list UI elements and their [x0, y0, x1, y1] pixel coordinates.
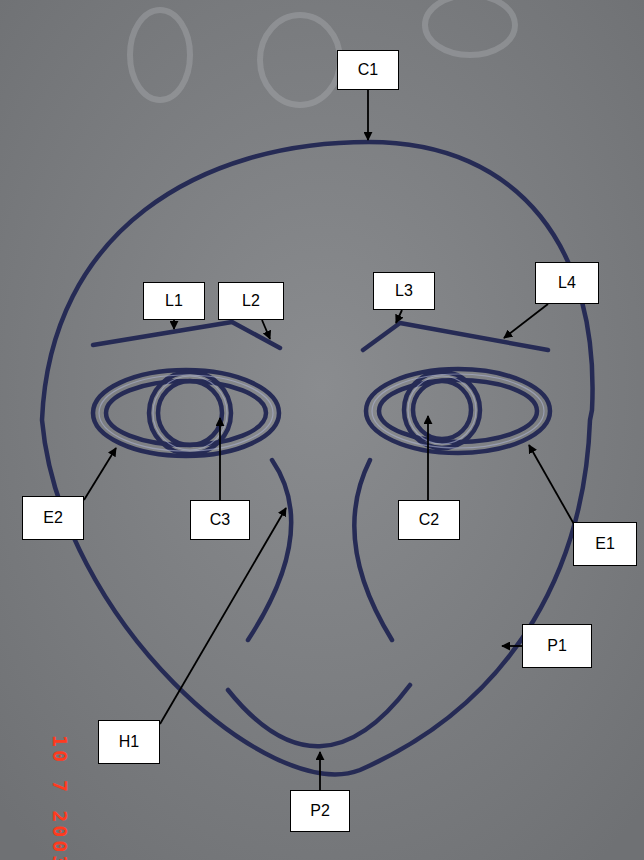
callout-label: C1	[352, 61, 384, 79]
callout-label: C2	[413, 511, 445, 529]
left-iris	[149, 372, 231, 454]
left-nose-line	[248, 460, 291, 640]
left-eye	[93, 370, 279, 456]
leader-arrow	[502, 645, 522, 647]
leader-arrow	[504, 304, 548, 338]
background-reflections	[130, 0, 515, 105]
callout-box: C3	[190, 500, 250, 540]
callout-box: L4	[535, 262, 599, 304]
callout-label: P2	[304, 802, 336, 820]
face-wire	[42, 142, 593, 774]
callout-box: L2	[218, 282, 284, 320]
leader-arrow	[427, 416, 429, 500]
callout-box: L1	[143, 282, 205, 320]
right-iris-inner	[413, 381, 471, 439]
leader-arrow	[319, 752, 321, 790]
callout-label: P1	[541, 637, 573, 655]
leader-arrow	[219, 418, 221, 500]
callout-box: P2	[290, 790, 350, 832]
leader-arrow	[529, 445, 575, 526]
callout-box: H1	[98, 720, 160, 764]
callout-box: P1	[522, 624, 592, 668]
callout-box: C2	[398, 500, 460, 540]
callout-box: C1	[337, 50, 399, 90]
leader-arrow	[367, 90, 369, 140]
date-stamp: 10 7 2003	[48, 735, 72, 860]
leader-arrow	[173, 320, 175, 329]
leader-arrow	[160, 508, 286, 724]
callout-label: L1	[159, 292, 189, 310]
left-eyebrow	[93, 322, 280, 348]
right-iris	[404, 372, 480, 448]
callout-label: H1	[113, 733, 145, 751]
callout-label: L4	[552, 274, 582, 292]
face-outline	[42, 142, 593, 774]
callout-box: E1	[573, 522, 637, 566]
callout-label: L3	[389, 282, 419, 300]
left-eye-inner	[106, 381, 266, 445]
callout-label: E1	[589, 535, 621, 553]
right-eyebrow	[363, 323, 548, 350]
callout-label: L2	[236, 292, 266, 310]
leader-arrows	[84, 90, 575, 790]
right-eye	[366, 369, 550, 453]
callout-label: C3	[204, 511, 236, 529]
callout-box: L3	[373, 272, 435, 310]
leader-arrow	[84, 448, 116, 500]
right-nose-line	[354, 460, 392, 640]
mouth	[228, 685, 410, 746]
callout-box: E2	[22, 496, 84, 540]
leader-arrow	[396, 310, 402, 323]
left-iris-inner	[158, 381, 222, 445]
leader-arrow	[262, 320, 270, 339]
callout-label: E2	[37, 509, 69, 527]
